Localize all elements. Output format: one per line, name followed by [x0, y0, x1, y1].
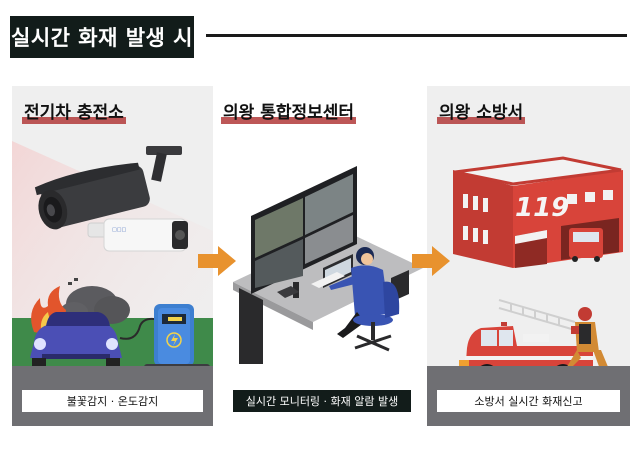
step-caption: 소방서 실시간 화재신고 — [437, 390, 620, 412]
title-banner: 실시간 화재 발생 시 — [10, 16, 194, 58]
svg-text:□□□: □□□ — [112, 227, 126, 233]
step-ev-charging-station: 전기차 충전소 □□□ — [12, 86, 213, 426]
step-heading: 전기차 충전소 — [22, 103, 126, 124]
step-fire-station: 의왕 소방서 119 — [427, 86, 630, 426]
flow-arrow-icon — [412, 246, 450, 276]
cctv-camera-icon: □□□ — [34, 146, 188, 252]
burning-car-and-charger-icon — [30, 278, 210, 370]
step-integrated-info-center: 의왕 통합정보센터 실시간 모니터링 · 화재 알람 발생 — [213, 86, 427, 426]
svg-text:119: 119 — [515, 193, 569, 223]
step-caption: 불꽃감지 · 온도감지 — [22, 390, 203, 412]
road-ground: 소방서 실시간 화재신고 — [427, 366, 630, 426]
step-heading: 의왕 통합정보센터 — [221, 103, 357, 124]
step-caption: 실시간 모니터링 · 화재 알람 발생 — [233, 390, 411, 412]
operator-monitoring-icon — [233, 166, 423, 364]
step-heading: 의왕 소방서 — [437, 103, 526, 124]
flow-arrow-icon — [198, 246, 236, 276]
page-title: 실시간 화재 발생 시 — [11, 26, 193, 50]
road-ground: 불꽃감지 · 온도감지 — [12, 366, 213, 426]
title-divider — [206, 34, 627, 37]
fire-station-building-icon: 119 — [453, 156, 623, 268]
